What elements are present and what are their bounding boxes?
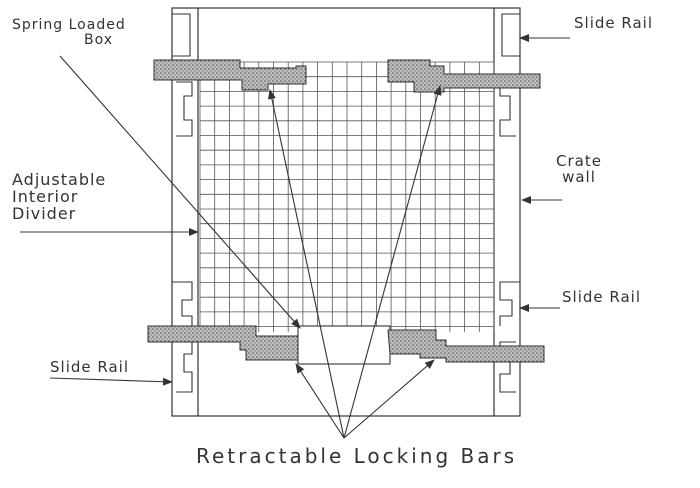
arrow-slide-rail-bottom-left xyxy=(49,377,173,386)
callout-arrows xyxy=(20,34,570,439)
locking-bar-top-right xyxy=(387,59,541,93)
arrow-spring-loaded-box xyxy=(59,55,301,329)
locking-bar-bottom-left xyxy=(147,325,299,361)
slide-rails xyxy=(172,13,520,393)
arrow-locking-bar-3 xyxy=(295,363,345,439)
interior-divider-grid xyxy=(199,61,495,332)
label-crate-wall: Crate wall xyxy=(556,152,602,186)
spring-loaded-box xyxy=(297,325,391,365)
label-spring-loaded-box: Spring Loaded Box xyxy=(12,17,126,48)
locking-bar-bottom-right xyxy=(387,329,545,363)
label-slide-rail-top-right: Slide Rail xyxy=(574,14,653,32)
label-retractable-locking-bars: Retractable Locking Bars xyxy=(196,444,518,468)
arrow-locking-bar-2 xyxy=(343,85,442,439)
label-slide-rail-mid-right: Slide Rail xyxy=(562,288,641,306)
locking-bar-top-left xyxy=(153,59,307,91)
arrow-locking-bar-4 xyxy=(343,359,435,439)
locking-bars xyxy=(147,59,545,363)
label-adjustable-interior-divider: Adjustable Interior Divider xyxy=(12,170,107,223)
label-slide-rail-bottom-left: Slide Rail xyxy=(50,358,129,376)
arrow-locking-bar-1 xyxy=(267,89,345,439)
